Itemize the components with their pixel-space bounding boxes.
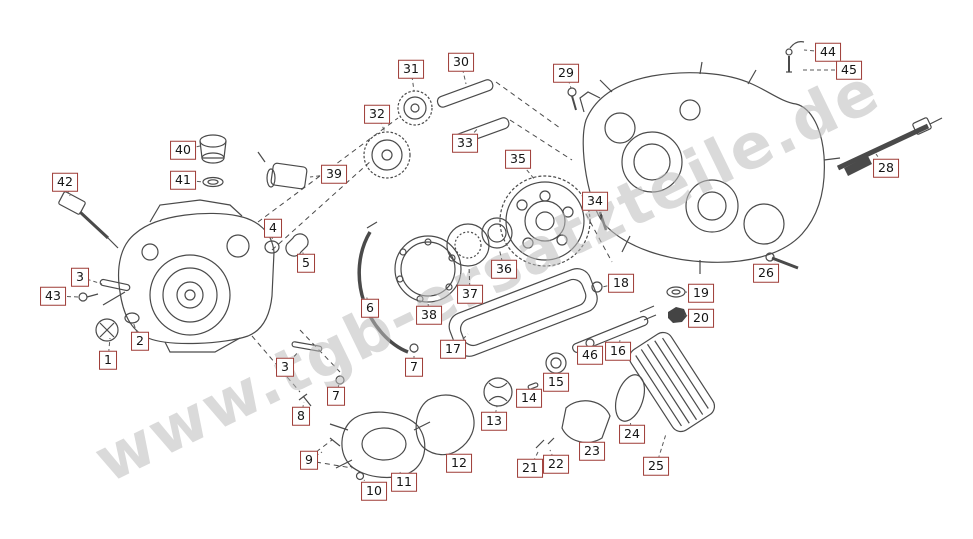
leader-line-25 — [655, 433, 667, 467]
part-label-25[interactable]: 25 — [643, 456, 669, 476]
part-label-30[interactable]: 30 — [448, 52, 474, 72]
part-label-29[interactable]: 29 — [553, 63, 579, 83]
left-crankcase-half — [117, 199, 275, 353]
part-label-32[interactable]: 32 — [364, 104, 390, 124]
part-label-15[interactable]: 15 — [543, 372, 569, 392]
strainer-cover — [535, 374, 646, 449]
oil-pipe-end — [366, 221, 378, 229]
part-label-24[interactable]: 24 — [619, 424, 645, 444]
part-label-22[interactable]: 22 — [543, 454, 569, 474]
part-label-44[interactable]: 44 — [815, 42, 841, 62]
part-label-46[interactable]: 46 — [577, 345, 603, 365]
bolt-29 — [567, 87, 577, 111]
part-label-5[interactable]: 5 — [297, 253, 315, 273]
leader-line-37 — [468, 265, 471, 295]
part-label-7[interactable]: 7 — [405, 357, 423, 377]
part-label-17[interactable]: 17 — [440, 339, 466, 359]
part-label-6[interactable]: 6 — [361, 298, 379, 318]
dowel-pin-left — [78, 278, 131, 302]
center-gasket — [448, 268, 598, 357]
part-label-21[interactable]: 21 — [517, 458, 543, 478]
plug-and-washer — [264, 233, 309, 257]
small-bolts — [291, 341, 419, 481]
part-label-3[interactable]: 3 — [71, 267, 89, 287]
drive-shaft — [836, 117, 943, 177]
top-right-bolts — [785, 41, 805, 73]
construction-lines — [251, 81, 613, 469]
oil-filler-cap — [199, 134, 227, 188]
sensor-switch — [58, 191, 119, 249]
part-label-35[interactable]: 35 — [505, 149, 531, 169]
part-label-36[interactable]: 36 — [491, 259, 517, 279]
part-label-41[interactable]: 41 — [170, 170, 196, 190]
part-label-2[interactable]: 2 — [131, 331, 149, 351]
part-label-10[interactable]: 10 — [361, 481, 387, 501]
oil-filter — [628, 331, 716, 433]
leader-line-43 — [52, 295, 80, 298]
part-label-13[interactable]: 13 — [481, 411, 507, 431]
part-label-38[interactable]: 38 — [416, 305, 442, 325]
part-label-26[interactable]: 26 — [753, 263, 779, 283]
part-label-18[interactable]: 18 — [608, 273, 634, 293]
part-label-23[interactable]: 23 — [579, 441, 605, 461]
leader-line-35 — [517, 158, 536, 181]
part-label-45[interactable]: 45 — [836, 60, 862, 80]
part-label-14[interactable]: 14 — [516, 388, 542, 408]
part-label-1[interactable]: 1 — [99, 350, 117, 370]
part-label-8[interactable]: 8 — [292, 406, 310, 426]
part-label-19[interactable]: 19 — [688, 283, 714, 303]
part-label-34[interactable]: 34 — [582, 191, 608, 211]
part-label-40[interactable]: 40 — [170, 140, 196, 160]
part-label-11[interactable]: 11 — [391, 472, 417, 492]
part-label-4[interactable]: 4 — [264, 218, 282, 238]
right-crankcase-half — [579, 61, 841, 274]
part-label-20[interactable]: 20 — [688, 308, 714, 328]
drain-plug — [95, 291, 140, 342]
part-label-9[interactable]: 9 — [300, 450, 318, 470]
part-label-3[interactable]: 3 — [276, 357, 294, 377]
part-label-7[interactable]: 7 — [327, 386, 345, 406]
part-label-28[interactable]: 28 — [873, 158, 899, 178]
part-label-39[interactable]: 39 — [321, 164, 347, 184]
part-label-37[interactable]: 37 — [457, 284, 483, 304]
part-label-16[interactable]: 16 — [605, 341, 631, 361]
part-label-12[interactable]: 12 — [446, 453, 472, 473]
clutch-and-bearings — [394, 217, 513, 303]
part-label-31[interactable]: 31 — [398, 59, 424, 79]
part-label-42[interactable]: 42 — [52, 172, 78, 192]
part-label-33[interactable]: 33 — [452, 133, 478, 153]
part-label-43[interactable]: 43 — [40, 286, 66, 306]
breather-fitting — [257, 151, 308, 190]
pump-gasket — [415, 394, 475, 456]
